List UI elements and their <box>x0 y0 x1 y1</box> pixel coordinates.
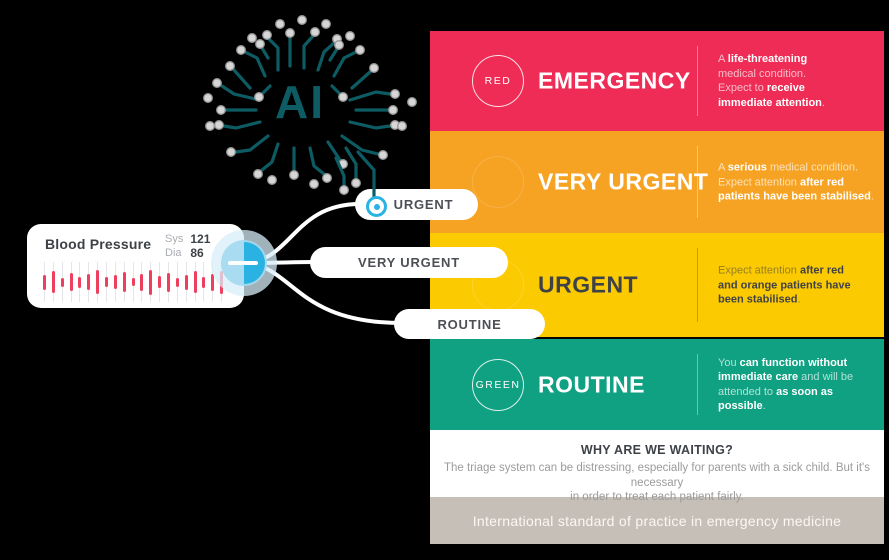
waiting-section: WHY ARE WE WAITING? The triage system ca… <box>430 430 884 503</box>
waveform-slot <box>211 262 215 302</box>
sys-value: 121 <box>190 232 211 246</box>
waveform-slot <box>131 262 135 302</box>
badge-orange-faint <box>472 156 524 208</box>
waveform-slot <box>43 262 46 302</box>
divider <box>697 248 698 322</box>
band-very-urgent: VERY URGENT A serious medical condition.… <box>430 131 884 233</box>
bp-waveform-chart <box>43 262 229 302</box>
divider <box>697 354 698 415</box>
band-very-urgent-title: VERY URGENT <box>538 168 709 195</box>
waveform-slot <box>113 262 117 302</box>
band-emergency-title: EMERGENCY <box>538 67 691 94</box>
waveform-slot <box>167 262 170 302</box>
waiting-title: WHY ARE WE WAITING? <box>580 443 734 457</box>
waveform-slot <box>175 262 179 302</box>
sys-label: Sys <box>165 233 184 245</box>
ai-label: AI <box>275 76 325 128</box>
blood-pressure-card: Blood Pressure Sys 121 Dia 86 <box>27 224 244 308</box>
ai-brain-illustration: AI <box>203 15 417 199</box>
circuit-traces <box>203 15 417 199</box>
waveform-slot <box>184 262 188 302</box>
dia-label: Dia <box>165 247 182 259</box>
bp-card-title: Blood Pressure <box>45 236 152 252</box>
badge-green: GREEN <box>472 358 524 411</box>
divider <box>697 46 698 116</box>
band-routine-title: ROUTINE <box>538 371 645 397</box>
pill-routine: ROUTINE <box>394 309 545 339</box>
waveform-slot <box>202 262 206 302</box>
dia-value: 86 <box>190 246 204 260</box>
waveform-slot <box>105 262 108 302</box>
waveform-slot <box>78 262 82 302</box>
waveform-slot <box>140 262 144 302</box>
band-urgent-title: URGENT <box>538 271 639 298</box>
bp-vitals: Sys 121 Dia 86 <box>165 233 210 261</box>
waveform-slot <box>149 262 153 302</box>
band-very-urgent-desc: A serious medical condition.Expect atten… <box>718 161 874 203</box>
waveform-slot <box>69 262 73 302</box>
badge-red: RED <box>472 55 524 107</box>
circuit-connector-ring-icon <box>366 196 387 217</box>
waveform-slot <box>122 262 126 302</box>
waiting-body-line1: The triage system can be distressing, es… <box>444 462 870 489</box>
waveform-slot <box>158 262 162 302</box>
pill-very-urgent: VERY URGENT <box>310 247 508 278</box>
footer-bar: International standard of practice in em… <box>430 497 884 544</box>
waveform-slot <box>51 262 55 302</box>
divider <box>697 146 698 218</box>
waveform-slot <box>60 262 64 302</box>
node-pointer-line <box>228 261 258 265</box>
waiting-body-line2: in order to treat each patient fairly. <box>570 491 744 503</box>
waveform-slot <box>193 262 197 302</box>
waveform-slot <box>96 262 100 302</box>
waveform-slot <box>87 262 91 302</box>
